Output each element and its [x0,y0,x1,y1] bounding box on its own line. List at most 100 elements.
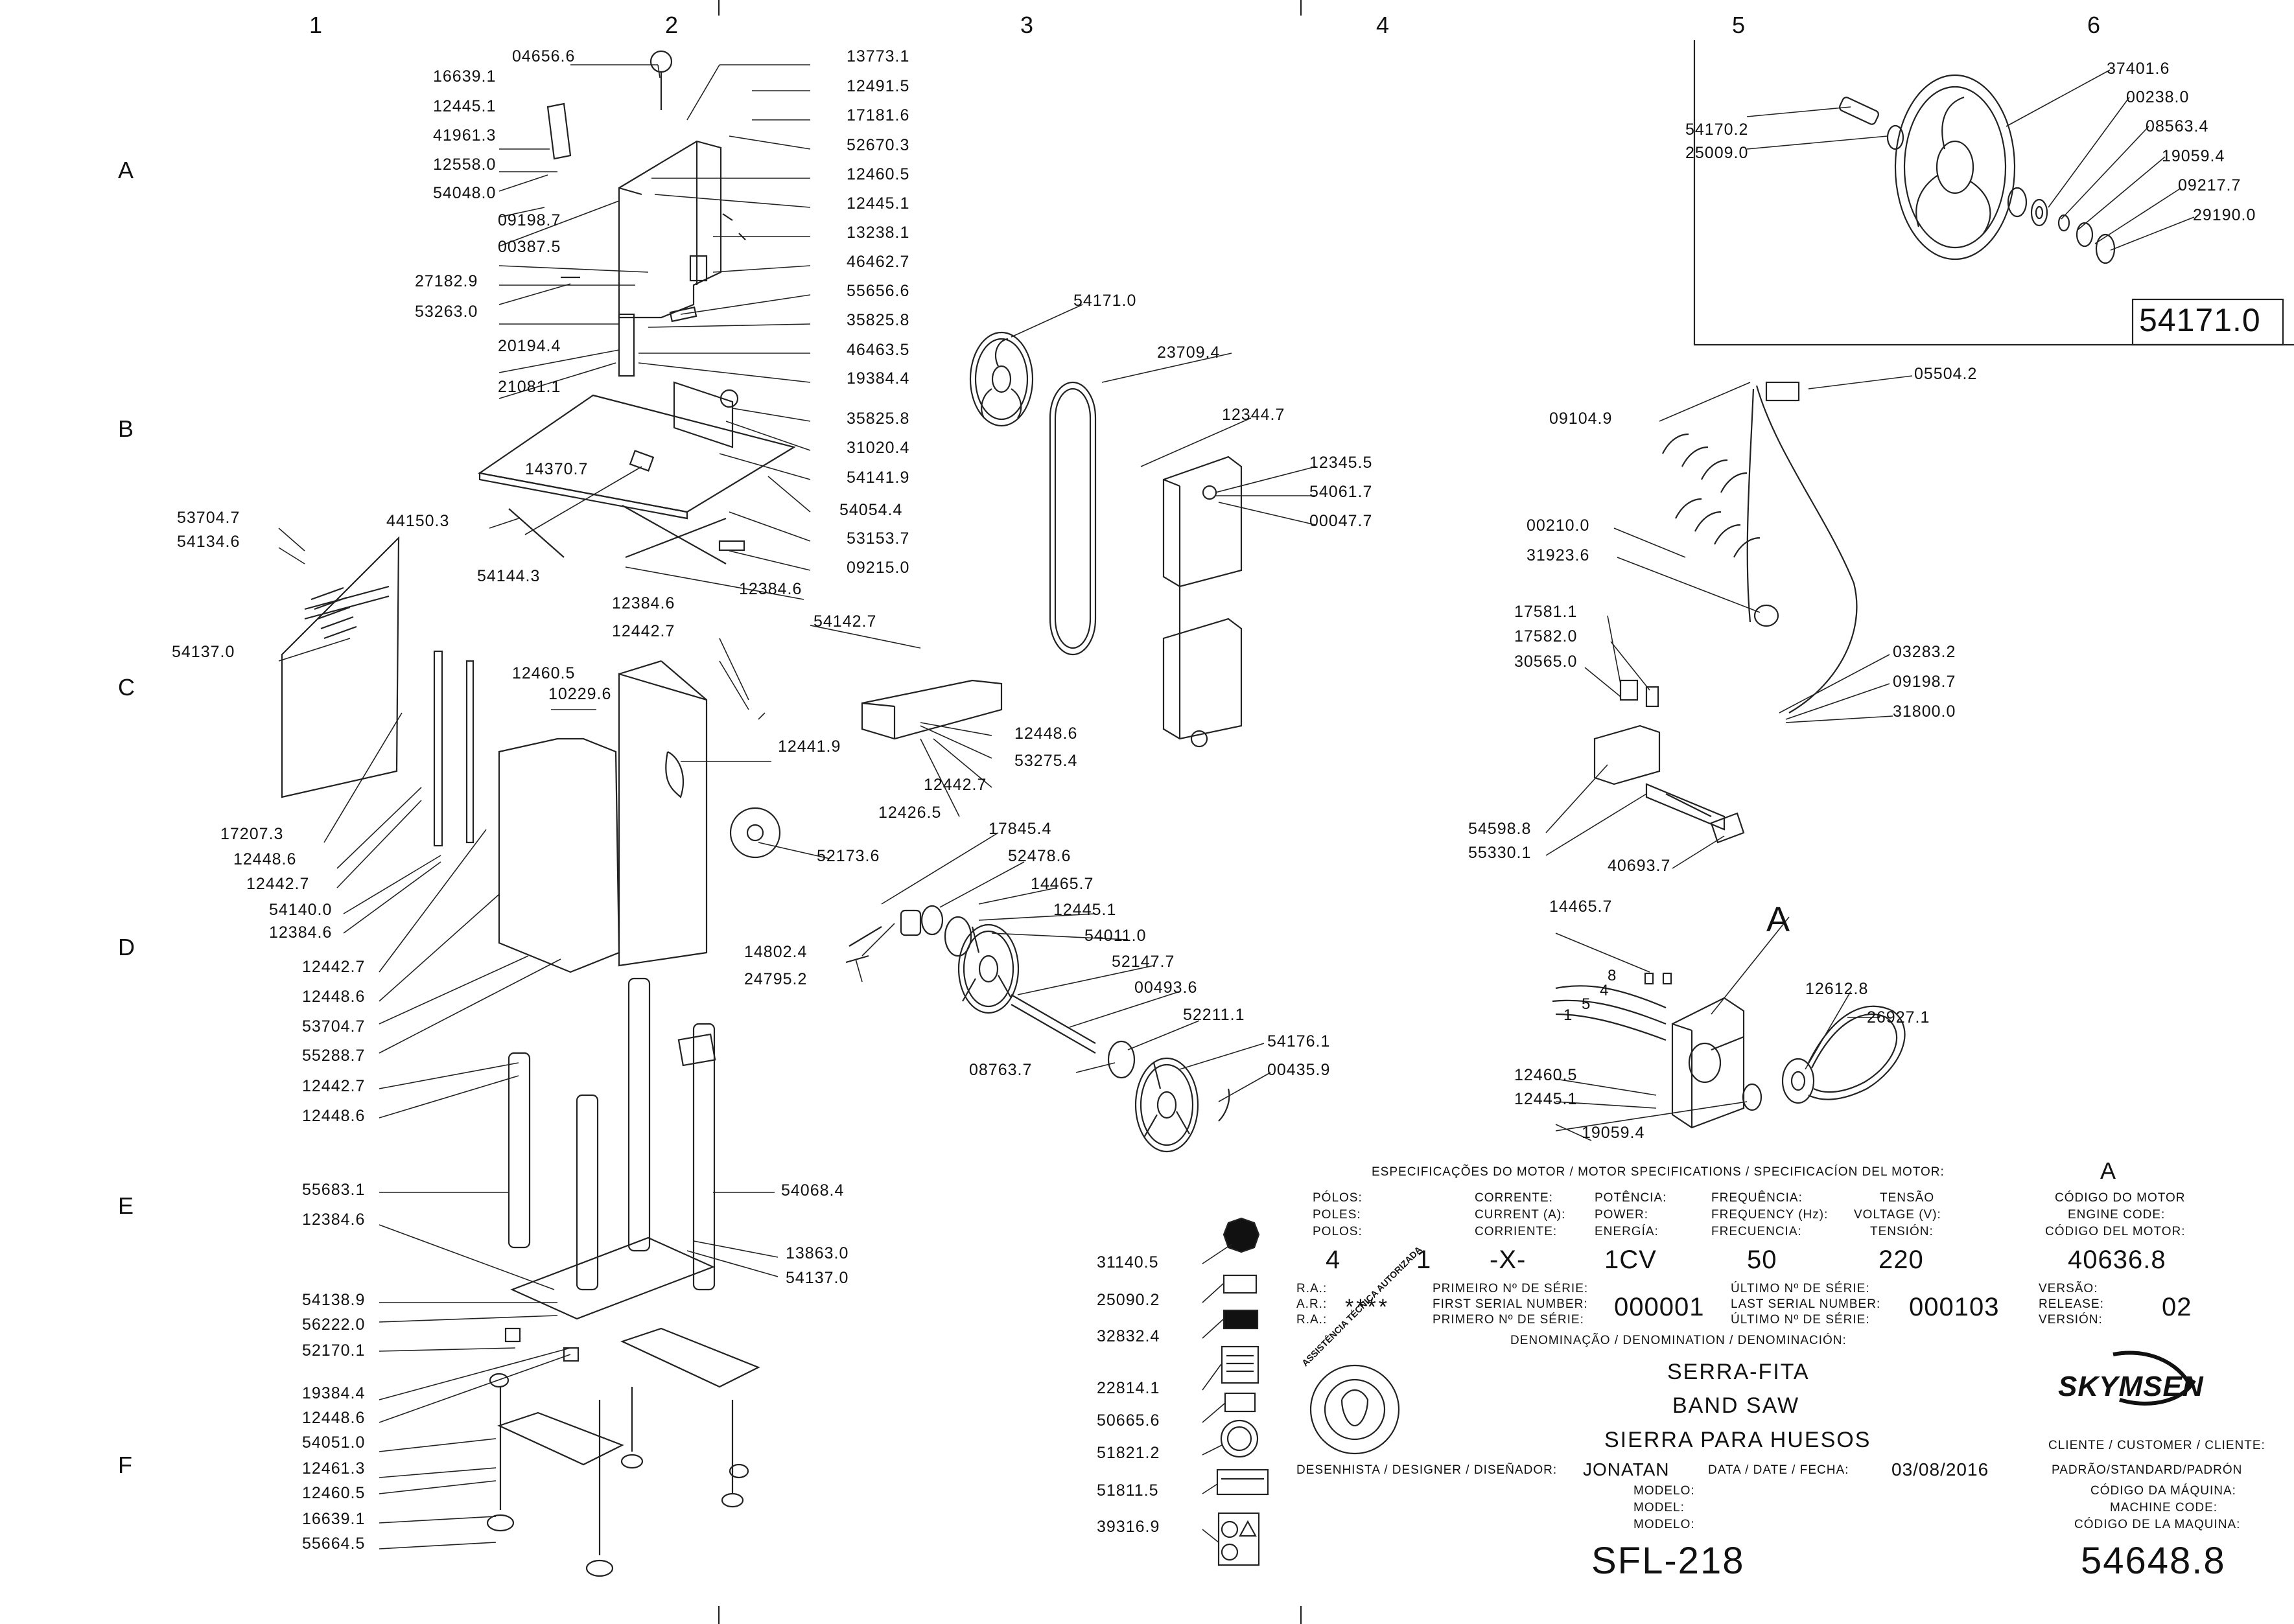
part-label: 46462.7 [847,253,910,271]
part-label: 05504.2 [1914,365,1978,383]
part-label: 17181.6 [847,106,910,124]
part-label: 27182.9 [415,272,478,290]
machine-code-label: MACHINE CODE: [2110,1501,2218,1514]
lower-drive-assembly [845,905,1230,1153]
motor-callout-letter: A [1766,900,1790,939]
part-label: 55683.1 [302,1181,366,1199]
part-label: 12448.6 [1014,725,1078,743]
voltage-label: TENSIÓN: [1870,1225,1934,1238]
part-label: 54171.0 [1073,292,1137,310]
part-label: 00493.6 [1134,979,1198,997]
part-label: 54176.1 [1267,1032,1331,1050]
part-label: 31923.6 [1527,546,1590,564]
version-value: 02 [2162,1293,2192,1321]
inset-wheel-assembly [1839,74,2116,264]
first-serial-label: FIRST SERIAL NUMBER: [1433,1297,1588,1311]
part-label: 31140.5 [1097,1253,1159,1271]
machine-code-value: 54648.8 [2081,1540,2226,1582]
part-label: 13863.0 [786,1244,849,1262]
model-label: MODELO: [1633,1484,1695,1498]
product-name-es: SIERRA PARA HUESOS [1604,1428,1871,1452]
label-decals [1216,1217,1269,1566]
part-label: 12442.7 [246,875,310,893]
part-label: 32832.4 [1097,1327,1160,1345]
wire-number: 8 [1608,967,1617,984]
grid-row-b: B [118,415,134,442]
part-label: 17581.1 [1514,603,1578,621]
part-label: 12448.6 [302,988,366,1006]
part-label: 39316.9 [1097,1518,1160,1536]
part-label: 41961.3 [433,126,497,145]
voltage-label: VOLTAGE (V): [1854,1208,1941,1222]
part-label: 54142.7 [813,612,877,631]
ra-label: A.R.: [1296,1297,1328,1311]
part-label: 54137.0 [786,1269,849,1287]
part-label: 54048.0 [433,184,497,202]
part-label: 54134.6 [177,533,240,551]
ra-value: **** [1345,1295,1390,1319]
part-label: 12442.7 [302,958,366,976]
part-label: 13773.1 [847,47,910,65]
poles-label: PÓLOS: [1313,1191,1363,1205]
wire-number: 1 [1563,1006,1573,1024]
last-serial-value: 000103 [1909,1293,2000,1321]
model-label: MODEL: [1633,1501,1685,1514]
part-label: 54140.0 [269,901,333,919]
part-label: 17207.3 [220,825,284,843]
part-label: 08763.7 [969,1061,1033,1079]
wheel-and-blade [861,331,1243,748]
part-label: 55288.7 [302,1047,366,1065]
part-label: 44150.3 [386,512,450,530]
part-label: 52478.6 [1008,847,1071,865]
engine-code-value: 40636.8 [2068,1246,2166,1274]
part-label: 14465.7 [1549,898,1613,916]
current-label: CURRENT (A): [1475,1208,1566,1222]
part-label: 37401.6 [2107,60,2170,78]
part-label: 20194.4 [498,337,561,355]
designer-name: JONATAN [1583,1459,1670,1479]
machine-code-label: CÓDIGO DA MÁQUINA: [2090,1484,2236,1498]
part-label: 30565.0 [1514,653,1578,671]
part-label: 52211.1 [1183,1006,1245,1024]
electrical-assembly [1593,381,1858,844]
part-label: 51811.5 [1097,1481,1159,1500]
part-label: 12558.0 [433,156,497,174]
power-label: POTÊNCIA: [1595,1191,1667,1205]
last-serial-label: ÚLTIMO Nº DE SÉRIE: [1731,1282,1870,1295]
part-label: 17582.0 [1514,627,1578,645]
wire-number: 5 [1582,995,1591,1013]
part-label: 12448.6 [302,1107,366,1125]
client-label: CLIENTE / CUSTOMER / CLIENTE: [2048,1439,2265,1452]
part-label: 00047.7 [1309,512,1373,530]
inset-code: 54171.0 [2139,302,2261,338]
current-label: CORRENTE: [1475,1191,1553,1205]
part-label: 00435.9 [1267,1061,1331,1079]
part-label: 56222.0 [302,1316,366,1334]
grid-row-d: D [118,934,135,960]
part-label: 12441.9 [778,737,841,756]
grid-column-4: 4 [1376,12,1390,38]
part-label: 54137.0 [172,643,235,661]
part-label: 54068.4 [781,1181,845,1200]
engine-code-label: CÓDIGO DO MOTOR [2055,1191,2186,1205]
frequency-label: FREQUENCY (Hz): [1711,1208,1829,1222]
ra-label: R.A.: [1296,1313,1328,1327]
part-label: 46463.5 [847,341,910,359]
spec-letter: A [2100,1157,2116,1184]
product-name-pt: SERRA-FITA [1667,1360,1810,1384]
part-label: 21081.1 [498,378,561,396]
current-label: CORRIENTE: [1475,1225,1558,1238]
part-label: 10229.6 [548,685,612,703]
part-label: 04656.6 [512,47,576,65]
frequency-label: FRECUENCIA: [1711,1225,1802,1238]
base-stand [486,977,760,1577]
part-label: 52173.6 [817,847,880,865]
side-panel [281,536,400,798]
part-label: 12384.6 [612,594,675,612]
upper-arm-assembly [546,50,746,377]
part-label: 13238.1 [847,224,910,242]
poles-value: 4 [1326,1246,1341,1274]
part-label: 12442.7 [302,1077,366,1095]
model-value: SFL-218 [1591,1540,1745,1582]
